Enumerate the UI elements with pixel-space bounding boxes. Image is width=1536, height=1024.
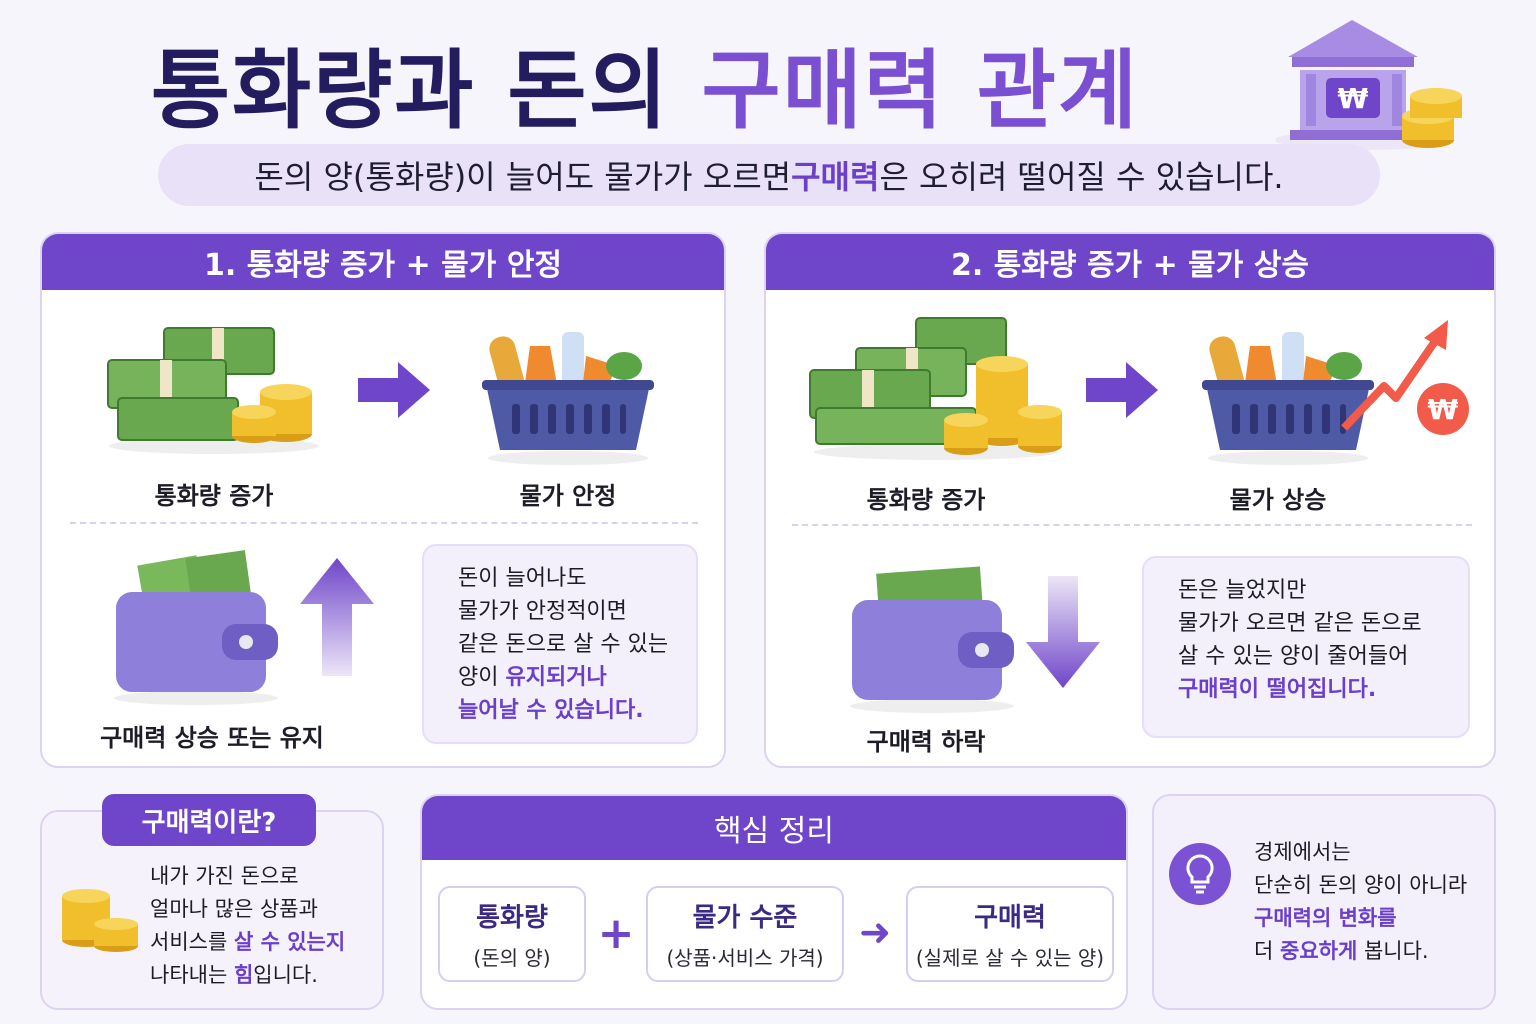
page-title: 통화량과 돈의 구매력 관계 <box>150 41 1140 141</box>
plus-icon: + <box>597 908 635 959</box>
up-arrow-icon <box>300 558 374 680</box>
case2-card: 2. 통화량 증가 + 물가 상승 <box>764 232 1496 768</box>
definition-label: 구매력이란? <box>102 794 316 846</box>
summary-price-box: 물가 수준 (상품·서비스 가격) <box>646 886 844 982</box>
case2-title: 2. 통화량 증가 + 물가 상승 <box>766 234 1494 290</box>
divider <box>70 522 698 524</box>
money-stack-icon <box>104 318 324 458</box>
case1-money-label: 통화량 증가 <box>154 482 274 510</box>
down-arrow-icon <box>1026 576 1100 692</box>
tip-text: 경제에서는 단순히 돈의 양이 아니라 구매력의 변화를 더 중요하게 봅니다. <box>1254 840 1468 963</box>
definition-text: 내가 가진 돈으로 얼마나 많은 상품과 서비스를 살 수 있는지 나타내는 힘… <box>150 864 346 987</box>
case1-card: 1. 통화량 증가 + 물가 안정 <box>40 232 726 768</box>
won-symbol: ₩ <box>1428 393 1459 426</box>
summary-card: 핵심 정리 통화량 (돈의 양) + 물가 수준 (상품·서비스 가격) ➜ 구… <box>420 794 1128 1010</box>
case1-basket-label: 물가 안정 <box>519 482 617 510</box>
money-stack-icon <box>806 312 1066 462</box>
tip-card: 경제에서는 단순히 돈의 양이 아니라 구매력의 변화를 더 중요하게 봅니다. <box>1152 794 1496 1010</box>
coin-stack-icon <box>58 884 142 958</box>
case2-note: 돈은 늘었지만 물가가 오르면 같은 돈으로 살 수 있는 양이 줄어들어 구매… <box>1142 556 1470 738</box>
case2-basket-label: 물가 상승 <box>1229 486 1327 514</box>
wallet-icon <box>842 564 1022 714</box>
right-arrow-icon <box>1086 362 1158 422</box>
summary-money-box: 통화량 (돈의 양) <box>438 886 586 982</box>
right-arrow-icon <box>358 362 430 422</box>
case1-title: 1. 통화량 증가 + 물가 안정 <box>42 234 724 290</box>
grocery-basket-icon <box>478 326 658 466</box>
won-badge-icon: ₩ <box>1416 382 1470 440</box>
rising-trend-arrow-icon <box>1340 316 1452 440</box>
divider <box>792 524 1472 526</box>
grocery-basket-icon <box>1198 326 1378 466</box>
wallet-icon <box>106 546 286 706</box>
won-symbol: ₩ <box>1338 82 1369 115</box>
case1-wallet-label: 구매력 상승 또는 유지 <box>100 724 324 752</box>
summary-power-box: 구매력 (실제로 살 수 있는 양) <box>906 886 1114 982</box>
bank-coins-illustration: ₩ <box>1270 12 1470 157</box>
arrow-right-icon: ➜ <box>859 910 891 954</box>
case2-money-label: 통화량 증가 <box>866 486 986 514</box>
case1-note: 돈이 늘어나도 물가가 안정적이면 같은 돈으로 살 수 있는 양이 유지되거나… <box>422 544 698 744</box>
case2-wallet-label: 구매력 하락 <box>866 728 986 756</box>
coin-stack-icon <box>1402 88 1462 148</box>
lightbulb-icon <box>1168 842 1232 910</box>
summary-title: 핵심 정리 <box>422 796 1126 860</box>
